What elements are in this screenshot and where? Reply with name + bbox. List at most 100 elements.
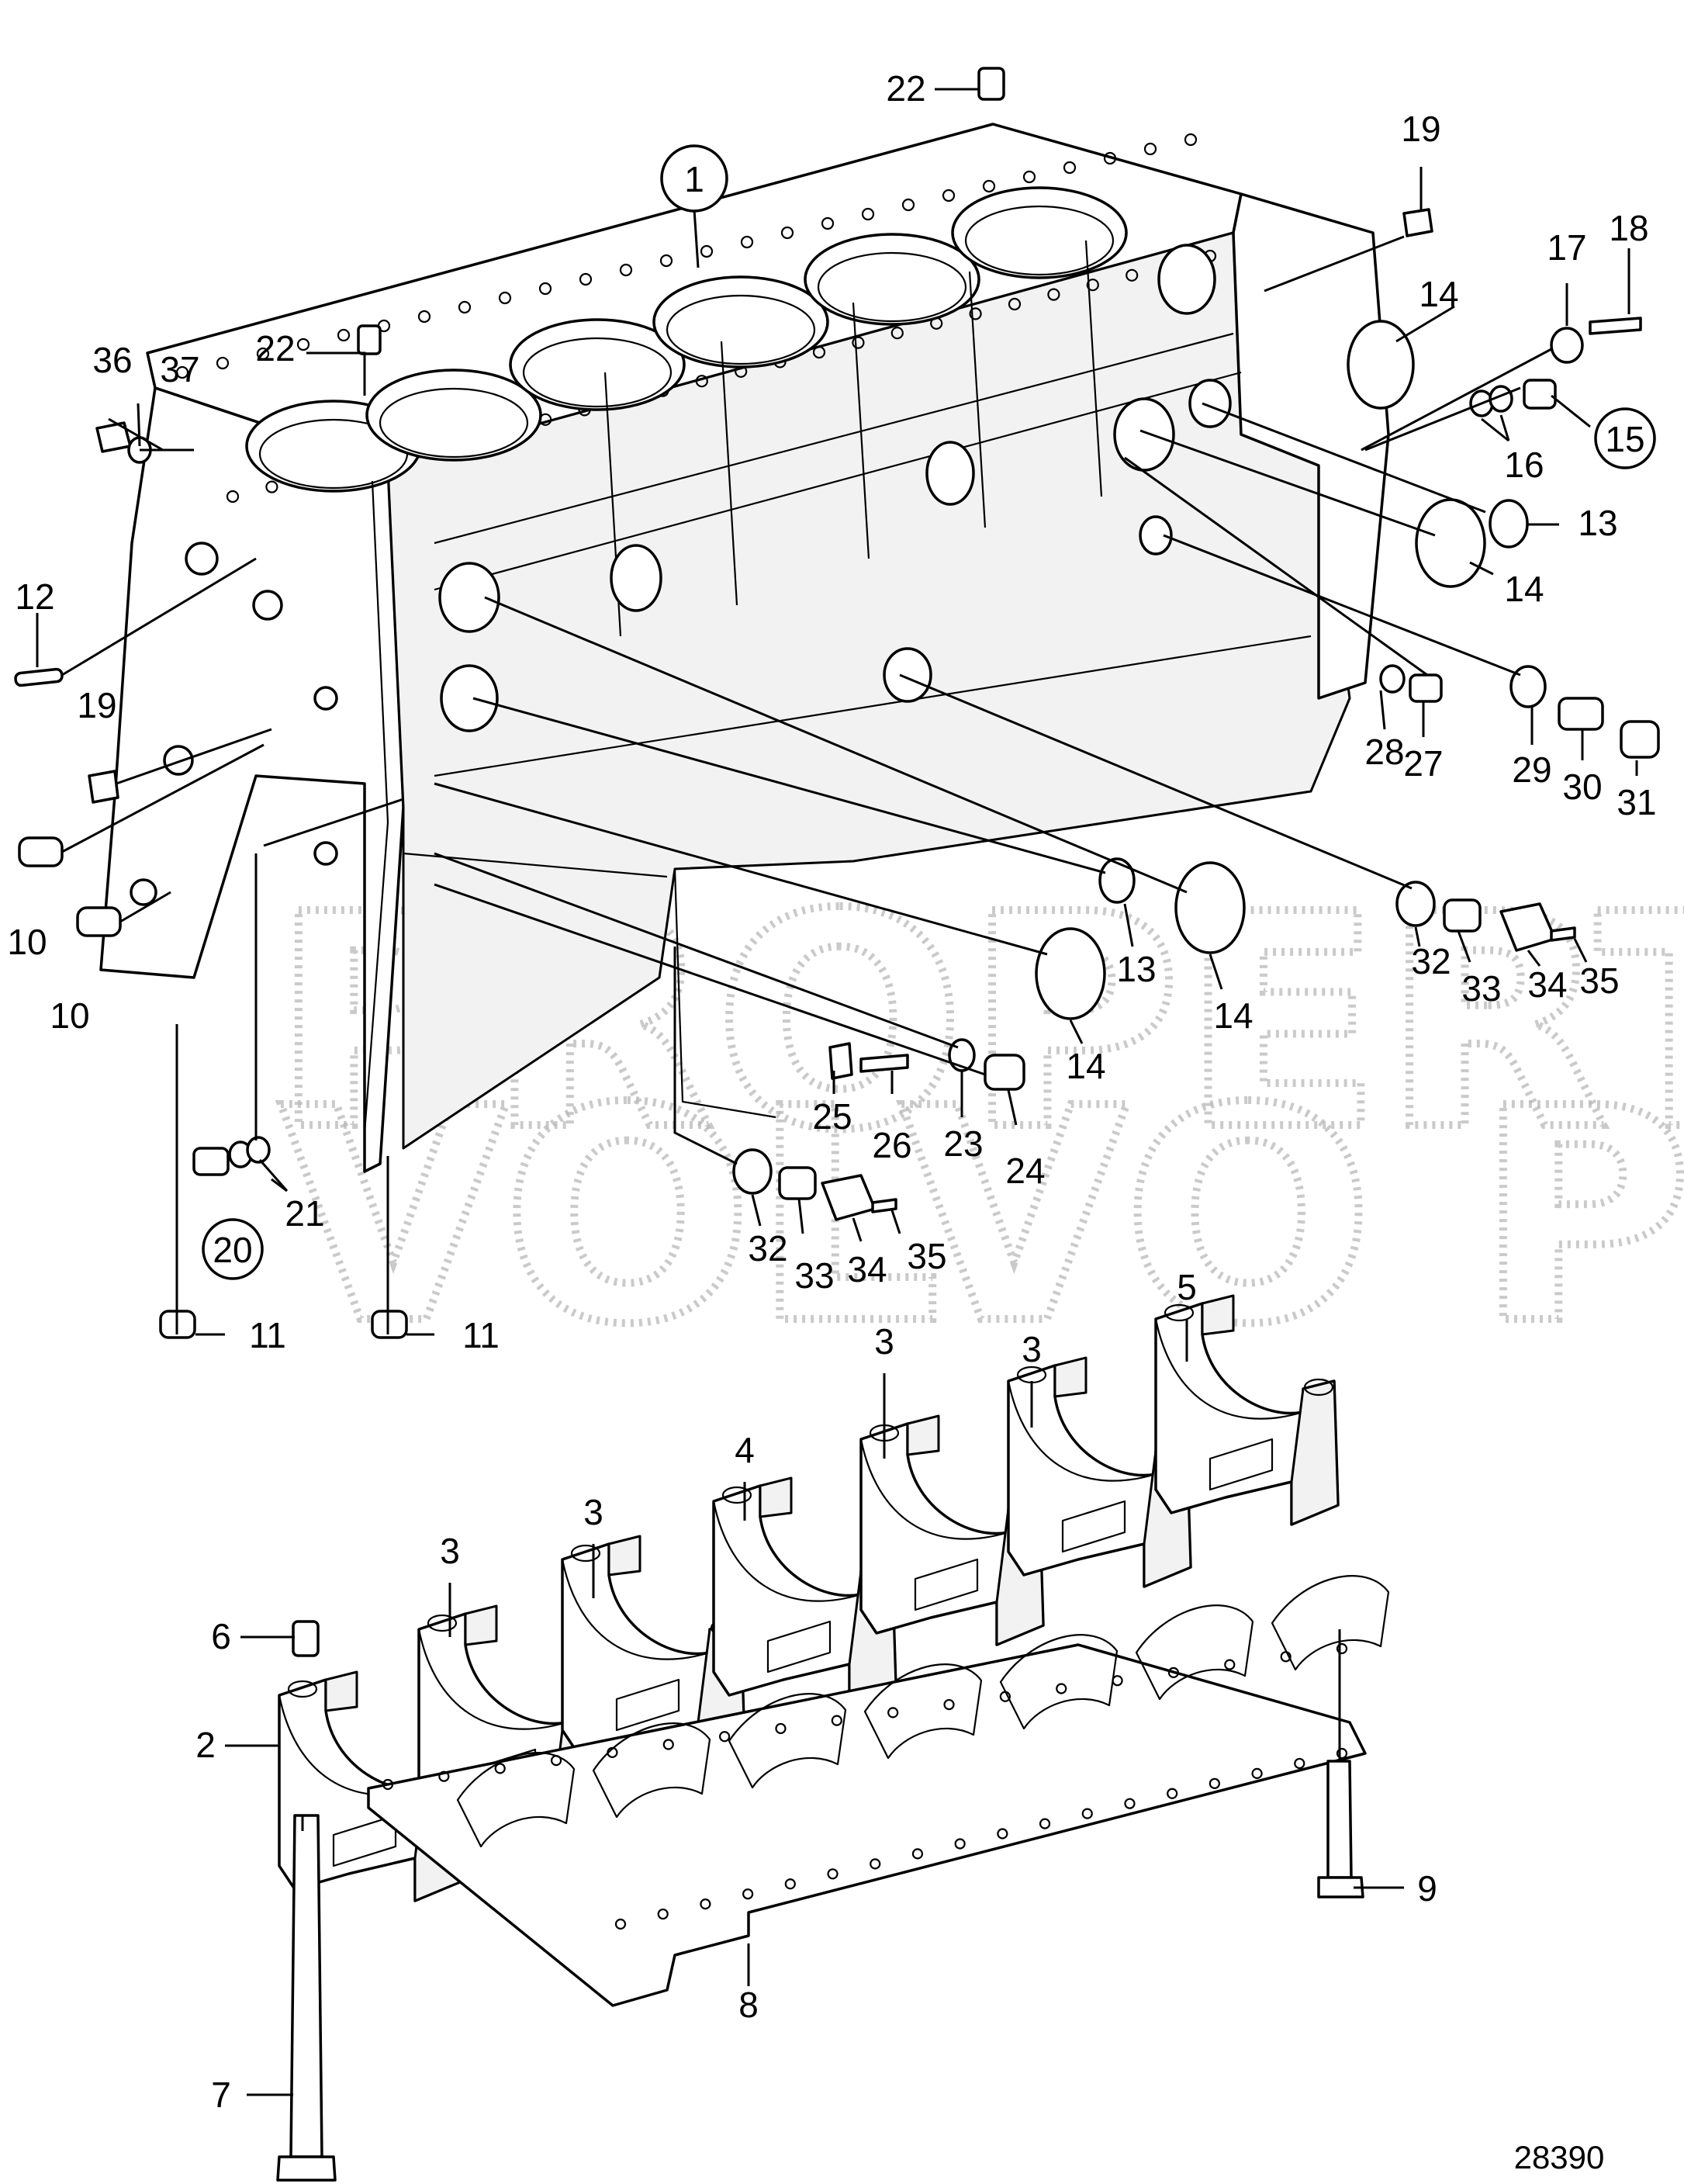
callout-11: 11 — [462, 1315, 500, 1355]
deck-bolt-hole — [1022, 170, 1036, 184]
bearing-cap — [1154, 1294, 1340, 1526]
cylinder-bores — [245, 186, 1128, 493]
bearing-cap — [859, 1414, 1045, 1646]
callout-14: 14 — [1504, 569, 1544, 609]
deck-bolt-hole — [175, 365, 189, 379]
deck-bolt-hole — [458, 300, 472, 314]
baffle-hole — [382, 1778, 394, 1791]
callout-3: 3 — [1022, 1329, 1042, 1369]
baffle-slot — [592, 1722, 711, 1819]
deck-bolt-hole — [1143, 142, 1157, 156]
callout-22: 22 — [255, 328, 295, 369]
deck-bolt-hole — [538, 282, 552, 296]
deck-bolt-hole — [969, 307, 982, 320]
baffle-hole — [1224, 1659, 1236, 1670]
callout-10: 10 — [50, 995, 89, 1036]
callout-29: 29 — [1512, 749, 1551, 790]
deck-bolt-hole — [1184, 133, 1198, 147]
baffle-hole — [1280, 1651, 1292, 1663]
baffle-hole — [494, 1763, 506, 1774]
baffle-hole — [1167, 1788, 1178, 1799]
callout-15: 15 — [1605, 419, 1644, 459]
baffle-slot — [863, 1663, 983, 1760]
callout-21: 21 — [285, 1193, 324, 1234]
cylinder-bore-inner — [379, 387, 529, 459]
callout-8: 8 — [738, 1985, 759, 2025]
deck-bolt-hole — [579, 272, 593, 286]
callout-3: 3 — [583, 1492, 603, 1532]
cylinder-bore-inner — [964, 205, 1115, 276]
deck-bolt-hole — [1103, 151, 1117, 165]
callout-1: 1 — [684, 159, 704, 199]
baffle-hole — [614, 1918, 627, 1930]
small-parts — [14, 67, 1660, 2182]
deck-bolt-hole — [417, 310, 431, 324]
drawing-reference-number: 28390 — [1514, 2139, 1605, 2175]
callout-4: 4 — [735, 1430, 755, 1470]
watermark-line-2: VOLVO PENTA — [279, 1045, 1684, 1389]
deck-bolt-hole — [700, 244, 714, 258]
callout-9: 9 — [1417, 1868, 1437, 1909]
callout-32: 32 — [1411, 941, 1451, 981]
cylinder-bore-inner — [817, 251, 967, 323]
callout-17: 17 — [1547, 227, 1586, 268]
baffle-hole — [438, 1770, 450, 1782]
deck-bolt-hole — [780, 226, 794, 240]
callout-16: 16 — [1504, 445, 1544, 485]
deck-bolt-hole — [1008, 297, 1022, 311]
callout-22: 22 — [886, 68, 925, 109]
baffle-hole — [827, 1868, 839, 1880]
baffle-slot — [1135, 1604, 1254, 1701]
deck-bolt-hole — [337, 328, 351, 342]
deck-bolt-hole — [216, 356, 230, 370]
callout-34: 34 — [1527, 964, 1567, 1005]
baffle-hole — [1056, 1683, 1067, 1694]
baffle-hole — [607, 1746, 618, 1758]
deck-bolt-hole — [256, 347, 270, 361]
deck-bolt-hole — [982, 179, 996, 193]
baffle-hole — [1167, 1667, 1180, 1678]
deck-bolt-hole — [821, 216, 835, 230]
cylinder-bore — [951, 186, 1128, 279]
callout-24: 24 — [1005, 1151, 1045, 1191]
callout-3: 3 — [440, 1531, 460, 1571]
baffle-hole — [1112, 1675, 1123, 1687]
baffle-hole — [1336, 1747, 1348, 1760]
cylinder-bore — [365, 369, 542, 462]
baffle-hole — [997, 1828, 1008, 1840]
deck-bolt-hole — [695, 375, 708, 388]
callout-12: 12 — [15, 576, 54, 617]
callout-14: 14 — [1419, 274, 1458, 314]
callout-13: 13 — [1116, 949, 1156, 989]
callout-ring-15 — [1594, 407, 1656, 469]
deck-bolt-hole — [852, 336, 865, 349]
callout-32: 32 — [748, 1228, 787, 1269]
cylinder-bore — [804, 233, 980, 326]
cylinder-block — [99, 123, 1390, 1173]
callout-25: 25 — [812, 1096, 852, 1137]
baffle-hole — [550, 1755, 562, 1767]
baffle-hole — [1081, 1808, 1093, 1819]
deck-bolt-hole — [942, 189, 956, 202]
callout-19: 19 — [1401, 109, 1440, 149]
deck-bolt-hole — [901, 198, 915, 212]
callout-14: 14 — [1066, 1046, 1105, 1086]
callout-ring-1 — [660, 144, 728, 213]
callout-31: 31 — [1617, 782, 1656, 822]
callout-18: 18 — [1609, 208, 1648, 248]
callout-13: 13 — [1578, 503, 1617, 543]
callout-ring-20 — [202, 1218, 264, 1280]
callout-10: 10 — [7, 922, 47, 962]
baffle-slot — [1271, 1575, 1390, 1671]
baffle-hole — [700, 1898, 711, 1910]
callout-37: 37 — [160, 349, 199, 389]
callout-33: 33 — [1461, 968, 1501, 1009]
callout-30: 30 — [1562, 767, 1602, 807]
callout-3: 3 — [874, 1321, 894, 1362]
callout-6: 6 — [211, 1616, 231, 1656]
callout-36: 36 — [92, 340, 132, 380]
baffle-hole — [999, 1691, 1011, 1702]
baffle-hole — [887, 1707, 899, 1718]
callout-34: 34 — [847, 1249, 887, 1289]
